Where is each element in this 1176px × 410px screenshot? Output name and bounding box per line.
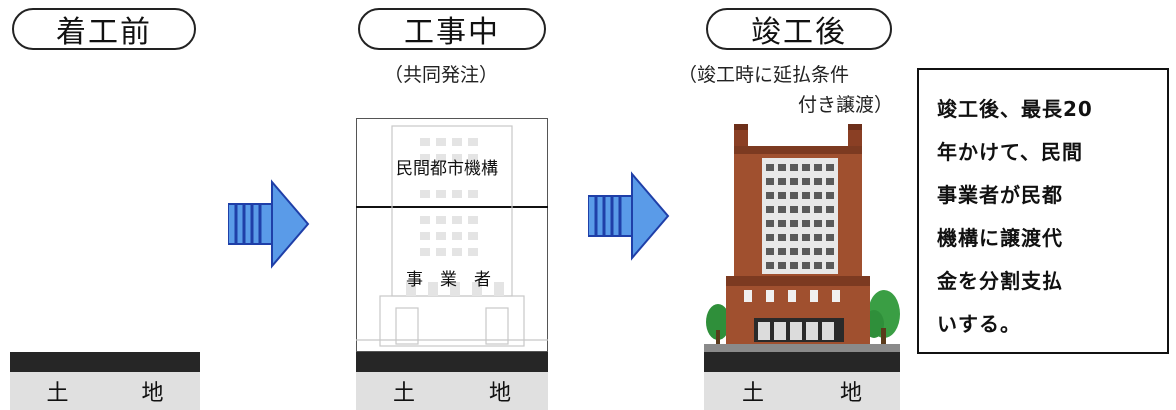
land-label: 土 bbox=[46, 381, 69, 406]
note-line: 機構に譲渡代 bbox=[937, 226, 1063, 250]
ground-bar bbox=[704, 352, 900, 372]
stage-title-after: 竣工後 bbox=[706, 8, 892, 50]
stage-subtitle-line2: 付き譲渡） bbox=[798, 94, 894, 116]
note-line: いする。 bbox=[937, 312, 1021, 336]
stage-title-during: 工事中 bbox=[358, 8, 546, 50]
completed-building-icon bbox=[704, 124, 900, 352]
land-label: 地 bbox=[839, 381, 862, 406]
ground-bar bbox=[356, 352, 548, 372]
stage-subtitle: （共同発注） bbox=[384, 64, 499, 86]
land-label: 土 bbox=[741, 381, 764, 406]
note-line: 竣工後、最長20 bbox=[937, 97, 1093, 121]
stage-subtitle-line1: （竣工時に延払条件 bbox=[678, 64, 850, 86]
land-label: 地 bbox=[141, 381, 164, 406]
upper-section-label: 民間都市機構 bbox=[396, 159, 498, 179]
land-strip: 土 地 bbox=[10, 372, 200, 410]
payment-note-box: 竣工後、最長20 年かけて、民間 事業者が民都 機構に譲渡代 金を分割支払 いす… bbox=[917, 68, 1169, 354]
right-arrow-icon bbox=[228, 179, 310, 269]
note-line: 事業者が民都 bbox=[937, 183, 1063, 207]
note-line: 金を分割支払 bbox=[937, 269, 1063, 293]
land-strip: 土 地 bbox=[704, 372, 900, 410]
building-outline-icon bbox=[356, 118, 548, 352]
note-line: 年かけて、民間 bbox=[937, 140, 1083, 164]
right-arrow-icon bbox=[588, 171, 670, 261]
land-label: 土 bbox=[392, 381, 415, 406]
stage-title-before: 着工前 bbox=[12, 8, 196, 50]
land-label: 地 bbox=[488, 381, 511, 406]
lower-section-label: 事 業 者 bbox=[406, 270, 491, 290]
land-strip: 土 地 bbox=[356, 372, 548, 410]
ground-bar bbox=[10, 352, 200, 372]
